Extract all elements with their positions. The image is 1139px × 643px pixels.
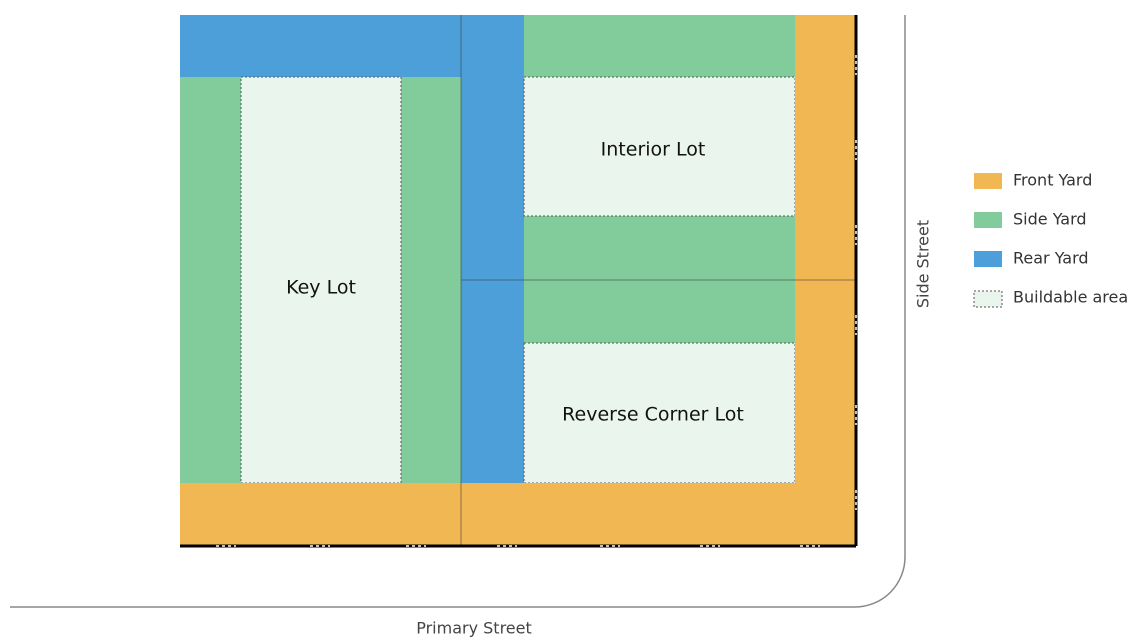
key-lot-rear-yard	[180, 15, 461, 77]
reverse-corner-lot-side-yard	[524, 280, 795, 343]
side-street-label: Side Street	[914, 220, 933, 308]
street-curb	[10, 15, 906, 608]
legend-swatch-side-yard	[974, 212, 1002, 228]
legend-label-front-yard: Front Yard	[1013, 171, 1092, 190]
reverse-corner-lot-rear-yard	[461, 280, 524, 483]
key-lot-front-yard	[180, 483, 461, 546]
interior-lot-rear-yard	[461, 15, 524, 280]
legend-swatch-buildable-area	[973, 290, 1003, 308]
interior-lot-side-yard-bottom	[524, 216, 795, 280]
reverse-corner-lot	[461, 280, 855, 546]
lot-boundaries	[460, 15, 855, 546]
reverse-corner-lot-front-yard-bottom	[461, 483, 795, 546]
primary-street-label: Primary Street	[416, 619, 532, 638]
legend-swatch-rear-yard	[974, 251, 1002, 267]
key-lot-side-yard-right	[401, 77, 461, 483]
key-lot	[180, 15, 461, 546]
interior-lot-side-yard-top	[524, 15, 795, 77]
reverse-corner-lot-front-yard-right	[795, 280, 855, 546]
reverse-corner-lot-label: Reverse Corner Lot	[562, 404, 744, 426]
interior-lot	[461, 15, 855, 280]
key-lot-side-yard-left	[180, 77, 241, 483]
legend-label-rear-yard: Rear Yard	[1013, 249, 1089, 268]
reverse-corner-lot-buildable-area	[523, 342, 796, 484]
key-lot-buildable-area	[240, 76, 402, 484]
interior-lot-buildable-area	[523, 76, 796, 217]
key-lot-label: Key Lot	[286, 277, 356, 299]
interior-lot-label: Interior Lot	[601, 139, 706, 161]
interior-lot-front-yard	[795, 15, 855, 280]
legend-label-side-yard: Side Yard	[1013, 210, 1087, 229]
legend: Front Yard Side Yard Rear Yard Buildable…	[973, 171, 1128, 308]
legend-label-buildable-area: Buildable area	[1013, 288, 1128, 307]
legend-swatch-front-yard	[974, 173, 1002, 189]
block-edges	[180, 15, 858, 548]
